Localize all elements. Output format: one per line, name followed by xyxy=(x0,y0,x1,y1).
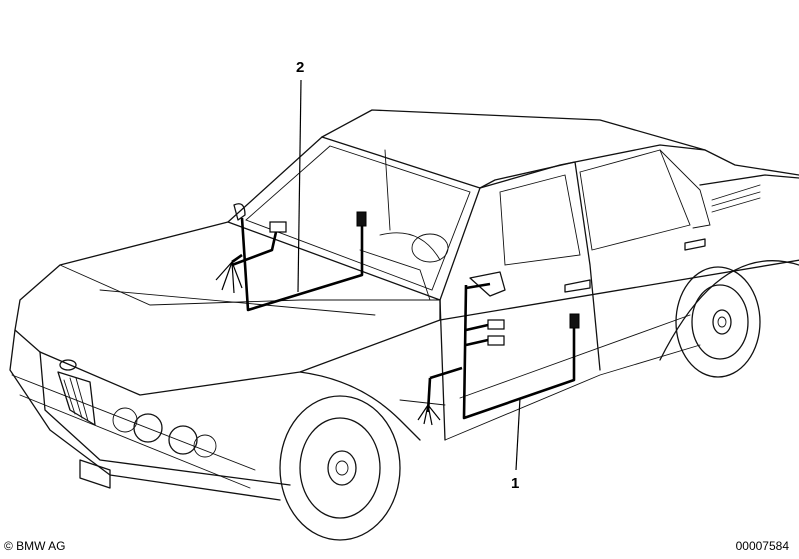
copyright-text: © BMW AG xyxy=(4,539,66,553)
front-wheel xyxy=(279,395,401,541)
rear-wheel xyxy=(675,266,761,378)
wiring-harness-1 xyxy=(417,282,580,471)
wiring-harness-2 xyxy=(215,79,367,312)
document-number: 00007584 xyxy=(735,539,789,553)
callout-label-1: 1 xyxy=(511,475,520,492)
car-body xyxy=(9,109,799,501)
callout-label-2: 2 xyxy=(296,59,305,76)
